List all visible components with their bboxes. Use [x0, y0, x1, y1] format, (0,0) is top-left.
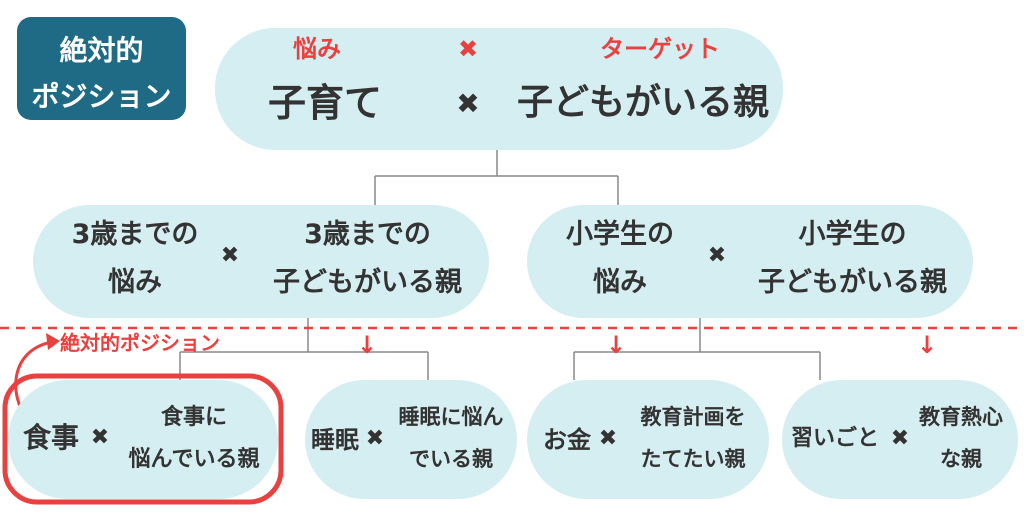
down-arrow-3: ↓	[916, 331, 938, 359]
mid-left-worry-2: 悩み	[108, 267, 162, 298]
mid-right-target-2: 子どもがいる親	[758, 267, 947, 298]
bottom-sleep-worry: 睡眠	[311, 426, 359, 454]
bottom-meal-cross: ✖	[90, 425, 110, 450]
top-cross-red: ✖	[457, 35, 479, 63]
top-cross: ✖	[456, 87, 480, 120]
node-mid-right	[527, 205, 973, 318]
mid-left-target-1: 3歳までの	[304, 219, 431, 250]
top-worry: 子育て	[267, 81, 382, 125]
mid-right-worry-1: 小学生の	[566, 219, 674, 250]
mid-left-target-2: 子どもがいる親	[273, 267, 462, 298]
bottom-lessons-cross: ✖	[890, 426, 910, 451]
badge-line-1: 絶対的	[59, 34, 144, 67]
mid-left-worry-1: 3歳までの	[71, 219, 199, 250]
bottom-sleep-target-2: でいる親	[409, 447, 493, 471]
bottom-money-target-2: たてたい親	[640, 447, 746, 471]
connector-left	[179, 318, 429, 380]
node-top	[215, 28, 783, 150]
bottom-sleep-cross: ✖	[365, 426, 385, 451]
mid-right-cross: ✖	[707, 243, 727, 268]
bottom-sleep-target-1: 睡眠に悩ん	[398, 405, 504, 429]
down-arrow-1: ↓	[356, 331, 378, 359]
mid-left-cross: ✖	[220, 243, 240, 268]
node-bottom-meal	[8, 380, 278, 499]
bottom-meal-target-2: 悩んでいる親	[128, 447, 260, 472]
bottom-money-worry: お金	[543, 426, 591, 454]
mid-right-worry-2: 悩み	[593, 267, 647, 298]
top-target: 子どもがいる親	[516, 82, 769, 123]
highlight-frame	[2, 373, 284, 505]
top-target-label: ターゲット	[600, 35, 720, 63]
node-bottom-money	[527, 380, 769, 499]
node-mid-left	[33, 205, 489, 318]
bottom-meal-worry: 食事	[22, 421, 79, 454]
down-arrow-2: ↓	[605, 331, 627, 359]
node-bottom-sleep	[305, 380, 517, 499]
bottom-lessons-target-1: 教育熱心	[919, 405, 1003, 429]
absolute-position-label: 絶対的ポジション	[60, 331, 220, 355]
connector-right	[573, 318, 821, 380]
top-worry-label: 悩み	[293, 35, 341, 63]
node-bottom-lessons	[782, 380, 1018, 499]
mid-right-target-1: 小学生の	[798, 219, 907, 250]
bottom-money-target-1: 教育計画を	[640, 405, 746, 429]
bottom-lessons-target-2: な親	[940, 447, 982, 471]
curved-arrow-head	[46, 333, 60, 350]
bottom-money-cross: ✖	[598, 426, 618, 451]
badge-line-2: ポジション	[31, 80, 172, 113]
absolute-position-badge: 絶対的 ポジション	[17, 17, 186, 120]
connector-top	[374, 150, 619, 205]
bottom-lessons-worry: 習いごと	[790, 426, 879, 451]
bottom-meal-target-1: 食事に	[160, 405, 227, 430]
